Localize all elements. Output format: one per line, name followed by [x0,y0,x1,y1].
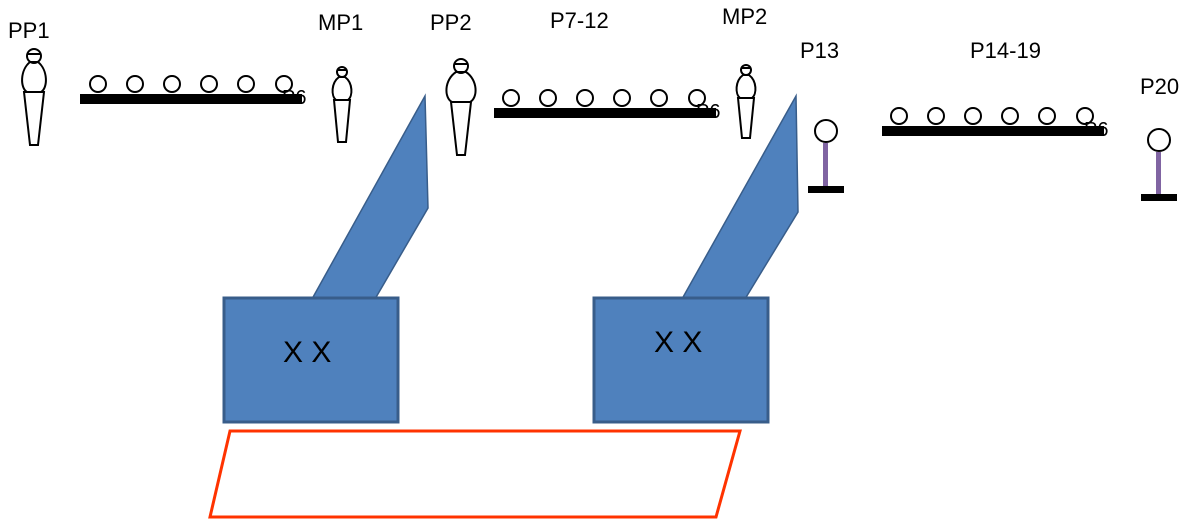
row-bar [80,94,302,104]
row-bar [494,108,716,118]
seat-circle-icon [927,107,945,125]
seat-circle-icon [200,75,218,93]
label-mp1: MP1 [318,10,363,35]
seat-circle-icon [576,89,594,107]
seat-circle-icon [688,89,706,107]
box-2-rect [592,296,770,424]
seat-circle-icon [613,89,631,107]
seat-circle-icon [502,89,520,107]
label-pp1: PP1 [8,18,50,43]
seat-circle-icon [539,89,557,107]
label-p13: P13 [800,38,839,63]
seat-circle-icon [964,107,982,125]
projection-wedge-1 [310,93,429,300]
seat-circle-icon [1076,107,1094,125]
stand-p13-icon [808,119,844,193]
seat-circle-icon [237,75,255,93]
person-figure-pp2-icon [445,58,477,156]
seat-row-1: P6 [80,75,306,109]
person-figure-pp1-icon [21,48,47,146]
seat-circle-icon [89,75,107,93]
red-parallelogram-outline [208,429,742,519]
label-mp2: MP2 [722,4,767,29]
row-end-label: P6 [282,87,306,109]
seat-circle-icon [126,75,144,93]
row-bar [882,126,1104,136]
seat-circle-icon [1001,107,1019,125]
seat-circle-icon [275,75,293,93]
seat-circle-icon [163,75,181,93]
box-1-text: X X [283,336,331,369]
box-2-text: X X [654,326,702,359]
label-p7-12: P7-12 [550,8,609,33]
label-pp2: PP2 [430,10,472,35]
row-end-label: P6 [696,101,720,123]
box-2: X X [592,93,799,424]
box-1-rect [222,296,400,424]
seat-circle-icon [1038,107,1056,125]
seat-circle-icon [650,89,668,107]
label-p20: P20 [1140,74,1179,99]
person-figure-mp1-icon [331,66,353,143]
seat-circle-icon [890,107,908,125]
label-p14-19: P14-19 [970,38,1041,63]
box-1: X X [222,93,429,424]
row-end-label: P6 [1084,119,1108,141]
seat-row-3: P6 [882,107,1108,141]
seat-row-2: P6 [494,89,720,123]
stand-p20-icon [1141,128,1177,201]
person-figure-mp2-icon [735,64,757,139]
